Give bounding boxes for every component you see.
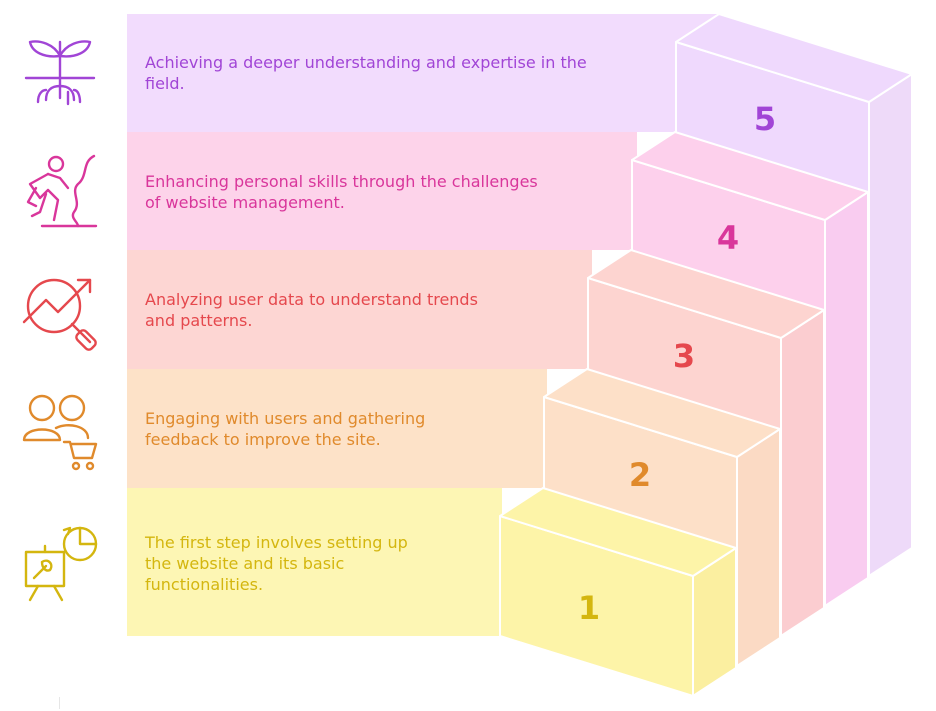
step-3-description: Analyzing user data to understand trends… (145, 290, 478, 330)
climber-icon (26, 154, 98, 228)
step-5-top (675, 13, 913, 103)
step-1-top (499, 487, 737, 577)
step-2-side (736, 428, 781, 667)
band-step-4 (127, 132, 637, 250)
step-5-side (868, 73, 913, 577)
step-2-description: Engaging with users and gathering feedba… (145, 409, 426, 449)
step-2-number: 2 (629, 456, 651, 494)
footer-mark (59, 697, 60, 709)
step-3-side (780, 309, 825, 637)
step-5-description: Achieving a deeper understanding and exp… (145, 53, 587, 93)
step-4-number: 4 (717, 219, 739, 257)
band-step-1 (127, 488, 502, 636)
easel-icon (24, 526, 98, 602)
band-step-2 (127, 369, 547, 488)
sprout-icon (24, 40, 96, 106)
analytics-icon (22, 278, 97, 351)
step-1-description: The first step involves setting up the w… (145, 533, 408, 594)
step-5-number: 5 (754, 100, 776, 138)
step-4-side (824, 191, 869, 607)
step-4-top (631, 131, 869, 221)
step-2-top (543, 368, 781, 458)
band-step-3 (127, 250, 592, 369)
band-step-5 (127, 14, 717, 132)
step-3-top (587, 249, 825, 339)
step-4-description: Enhancing personal skills through the ch… (145, 172, 538, 212)
step-3-number: 3 (673, 337, 695, 375)
step-1-number: 1 (578, 589, 600, 627)
users-cart-icon (22, 394, 98, 471)
